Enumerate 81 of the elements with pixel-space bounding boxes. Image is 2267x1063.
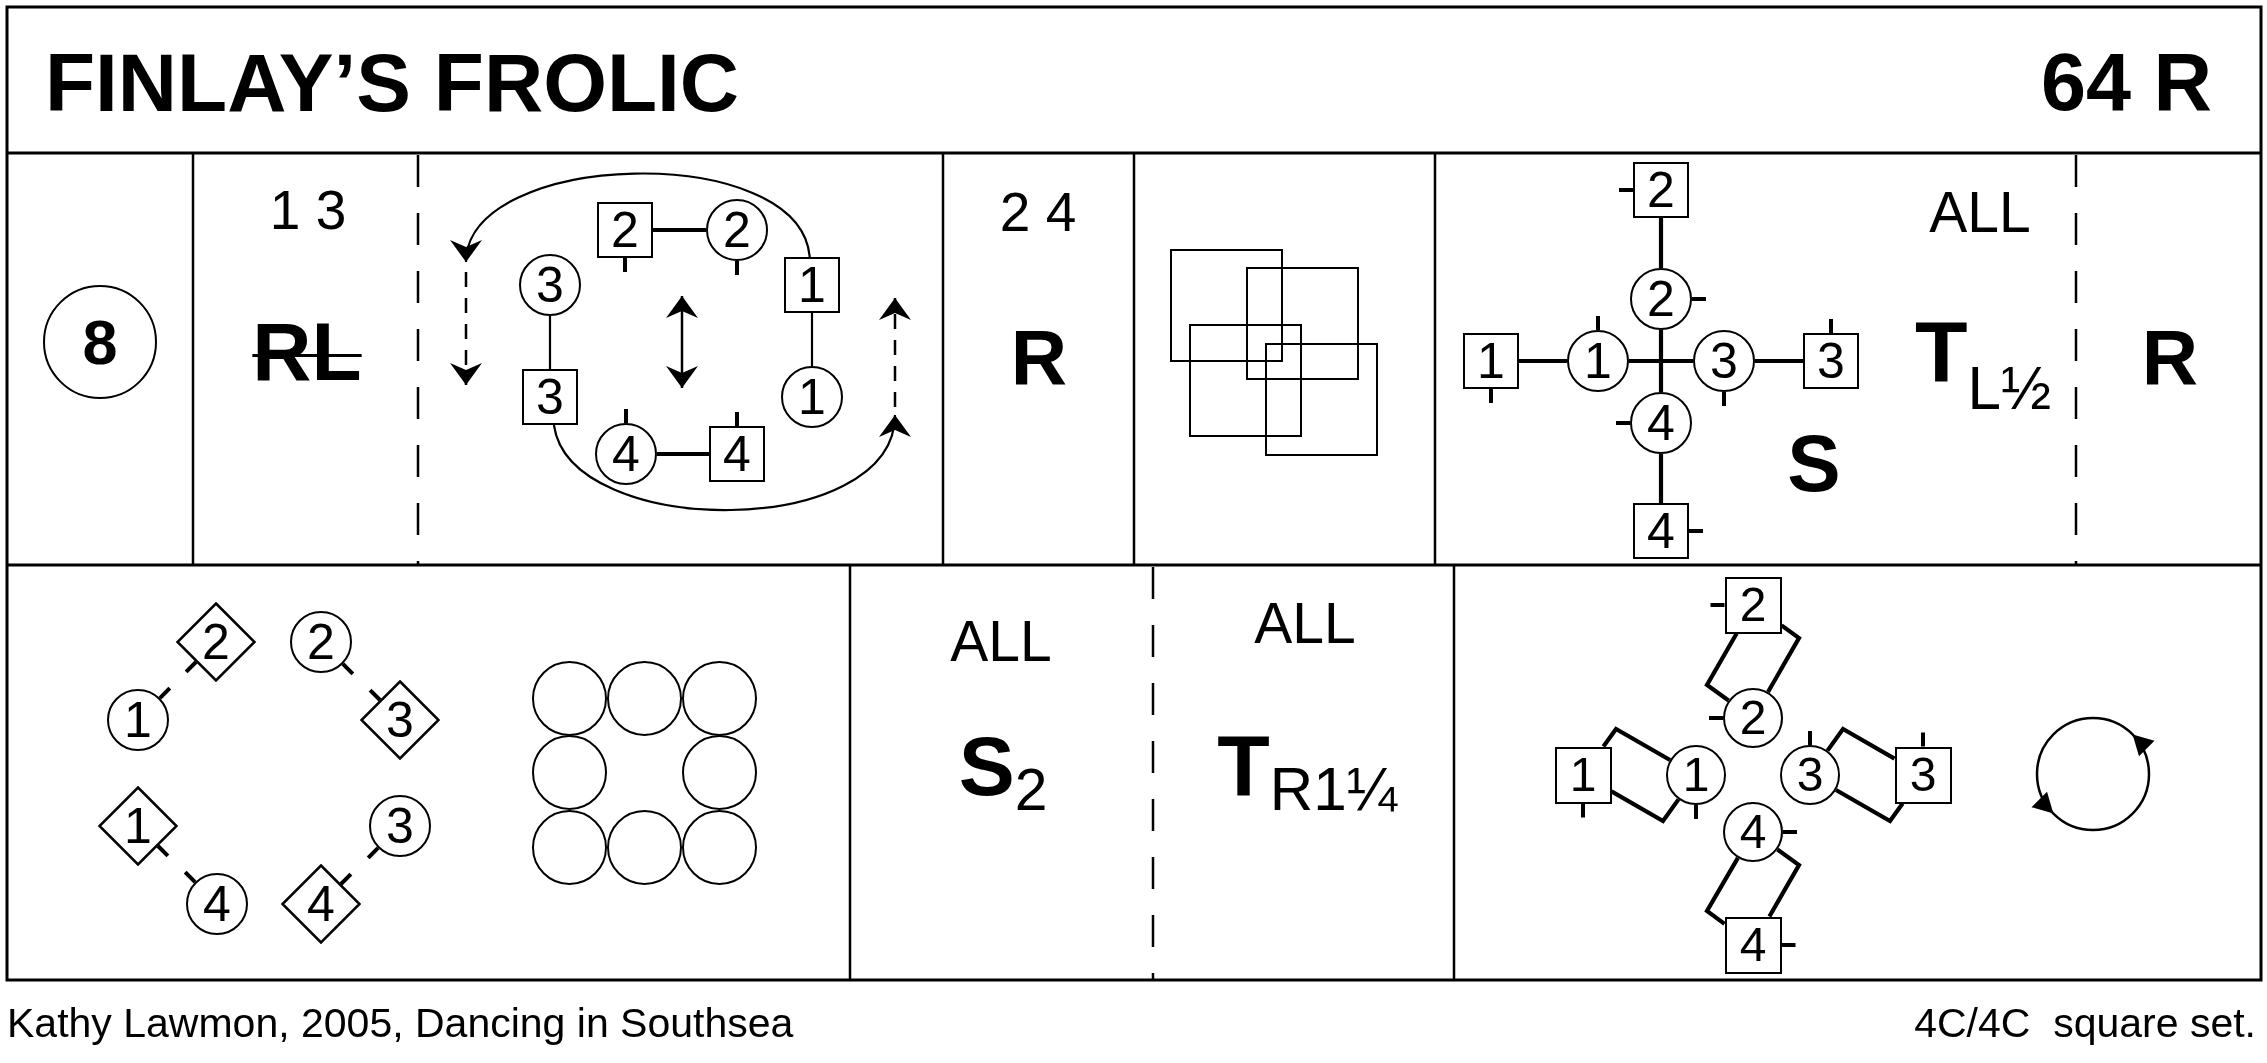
dance-title: FINLAY’S FROLIC [45, 41, 739, 124]
couple-numbers: ALL [1929, 183, 2031, 241]
count-circle: 8 [43, 285, 157, 399]
couple-numbers: ALL [950, 612, 1052, 670]
credit-text: Kathy Lawmon, 2005, Dancing in Southsea [7, 1003, 794, 1045]
empty-square [1169, 248, 1283, 362]
dancer-circle: 4 [1723, 802, 1783, 862]
empty-circle [681, 734, 757, 810]
empty-circle [531, 660, 607, 736]
dancer-square: 1 [784, 257, 840, 313]
figure-symbol: R [1010, 317, 1068, 396]
empty-circle [681, 809, 757, 885]
dancer-square: 4 [1633, 503, 1689, 559]
dancer-circle: 1 [781, 366, 843, 428]
dancer-circle: 4 [595, 423, 657, 485]
dancer-square: 2 [597, 202, 653, 258]
empty-circle [531, 809, 607, 885]
dancer-square: 2 [1724, 576, 1782, 634]
empty-circle [606, 660, 682, 736]
dancer-circle: 3 [1780, 745, 1840, 805]
connector-line [1658, 454, 1664, 503]
dancer-diamond: 2 [176, 602, 256, 682]
dancer-circle: 4 [1630, 392, 1692, 454]
couple-numbers: 1 3 [269, 183, 347, 239]
dancer-square: 1 [1554, 746, 1612, 804]
connector-line [657, 451, 709, 457]
connector-line [1610, 789, 1681, 824]
empty-circle [681, 660, 757, 736]
connector-line [653, 227, 706, 233]
figure-symbol: R [2141, 317, 2199, 396]
empty-square [1264, 342, 1378, 456]
connector-line [1767, 847, 1802, 918]
dancer-circle: 2 [706, 199, 768, 261]
curved-arrow [450, 172, 811, 263]
set-type-text: 4C/4C square set. [1914, 1003, 2256, 1045]
connector-line [1766, 623, 1802, 694]
dancer-square: 3 [1894, 746, 1952, 804]
dancer-circle: 2 [1630, 268, 1692, 330]
dancer-square: 3 [1803, 333, 1859, 389]
bar-count-text: 64 R [2040, 42, 2212, 124]
figure-symbol: S [1787, 424, 1841, 505]
connector-line [1755, 358, 1803, 364]
empty-circle [606, 809, 682, 885]
empty-square [1245, 266, 1359, 380]
dancer-diamond: 4 [281, 864, 361, 944]
figure-symbol: S$_{2}$ [958, 723, 1048, 820]
connector-line [1658, 330, 1664, 392]
dancer-square: 3 [522, 369, 578, 425]
dancer-circle: 3 [519, 254, 581, 316]
dancer-circle: 1 [1567, 330, 1629, 392]
figure-symbol: T$_{R1¼}$ [1217, 722, 1397, 821]
dancer-circle: 3 [1693, 330, 1755, 392]
connector-line [1825, 726, 1896, 761]
dancer-circle: 2 [290, 611, 352, 673]
dancer-circle: 1 [107, 689, 169, 751]
dancer-diamond: 1 [98, 786, 178, 866]
dancer-square: 2 [1633, 162, 1689, 218]
dancer-circle: 3 [369, 795, 431, 857]
connector-line [1704, 856, 1740, 926]
dancer-square: 1 [1463, 333, 1519, 389]
connector-line [810, 313, 814, 366]
dancer-square: 4 [709, 426, 765, 482]
dancer-circle: 1 [1666, 745, 1726, 805]
curved-arrow [552, 414, 911, 512]
connector-line [1704, 632, 1739, 703]
dancer-square: 4 [1724, 916, 1782, 974]
empty-circle [531, 734, 607, 810]
figure-symbol: T$_{L½}$ [1914, 308, 2052, 420]
empty-square [1188, 323, 1302, 437]
dancer-circle: 2 [1723, 688, 1783, 748]
couple-numbers: ALL [1254, 594, 1356, 652]
dancer-diamond: 3 [360, 680, 440, 760]
connector-line [1834, 788, 1905, 824]
connector-line [548, 316, 552, 369]
connector-line [1658, 218, 1664, 268]
figure-symbol: RL [252, 310, 362, 393]
connector-line [1519, 358, 1567, 364]
dancer-circle: 4 [186, 873, 248, 935]
couple-numbers: 2 4 [999, 185, 1077, 241]
connector-line [1601, 726, 1672, 762]
connector-line [1629, 358, 1693, 364]
